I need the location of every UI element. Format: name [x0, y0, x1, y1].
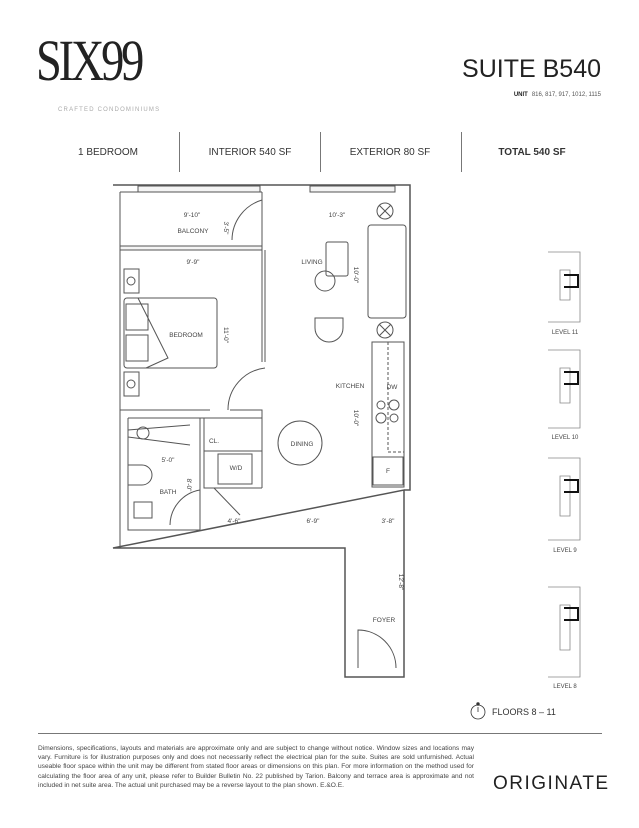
divider	[179, 132, 180, 172]
floors-range: FLOORS 8 – 11	[492, 707, 556, 717]
keyplan-label: LEVEL 9	[553, 548, 577, 554]
keyplan-level-9	[548, 457, 581, 541]
room-label-balcony: BALCONY	[177, 228, 209, 235]
room-label-bath: BATH	[160, 489, 177, 496]
divider	[320, 132, 321, 172]
room-label-wd: W/D	[230, 465, 243, 472]
dim-bedroom-width: 9'-9"	[187, 259, 201, 266]
stat-total: TOTAL 540 SF	[498, 147, 566, 158]
dim-hall-3: 3'-8"	[382, 518, 396, 525]
stat-bedrooms: 1 BEDROOM	[77, 147, 138, 158]
dim-living-depth: 10'-0"	[352, 267, 359, 284]
north-arrow-icon	[470, 702, 486, 720]
stat-exterior: EXTERIOR 80 SF	[349, 147, 431, 158]
dim-hall-1: 4'-6"	[228, 518, 242, 525]
divider	[38, 733, 602, 734]
unit-list: 816, 817, 917, 1012, 1115	[531, 92, 601, 98]
keyplan-label: LEVEL 8	[553, 684, 577, 690]
room-label-living: LIVING	[301, 259, 322, 266]
dim-foyer-depth: 12'-8"	[397, 574, 404, 591]
keyplan-label: LEVEL 10	[552, 435, 579, 441]
room-label-foyer: FOYER	[373, 617, 396, 624]
dim-bedroom-depth: 11'-0"	[222, 327, 229, 344]
dim-balcony-depth: 3'-5"	[222, 222, 229, 236]
dim-balcony-width: 9'-10"	[184, 212, 201, 219]
room-label-closet: CL.	[209, 438, 219, 445]
keyplan-label: LEVEL 11	[552, 330, 579, 336]
room-label-fridge: F	[386, 468, 390, 475]
dim-living-width: 10'-3"	[329, 212, 346, 219]
stat-interior: INTERIOR 540 SF	[208, 147, 292, 158]
dim-bath-depth: 8'-0"	[185, 479, 192, 493]
dim-hall-2: 6'-9"	[307, 518, 321, 525]
six99-logo: SIX99	[36, 28, 144, 93]
developer-logo: ORIGINATE	[493, 773, 610, 794]
suite-title: SUITE B540	[462, 55, 601, 83]
unit-label: UNIT	[513, 92, 528, 98]
dim-kitchen-depth: 10'-0"	[352, 410, 359, 427]
dim-bath-width: 5'-0"	[162, 457, 176, 464]
room-label-kitchen: KITCHEN	[336, 383, 365, 390]
room-label-bedroom: BEDROOM	[169, 332, 203, 339]
keyplan-level-8	[548, 586, 581, 678]
keyplan-level-11	[548, 251, 581, 323]
disclaimer: Dimensions, specifications, layouts and …	[38, 745, 474, 789]
keyplan-level-10	[548, 349, 581, 429]
tagline: CRAFTED CONDOMINIUMS	[58, 107, 161, 113]
room-label-dw: DW	[387, 384, 399, 391]
room-label-dining: DINING	[291, 441, 314, 448]
divider	[461, 132, 462, 172]
